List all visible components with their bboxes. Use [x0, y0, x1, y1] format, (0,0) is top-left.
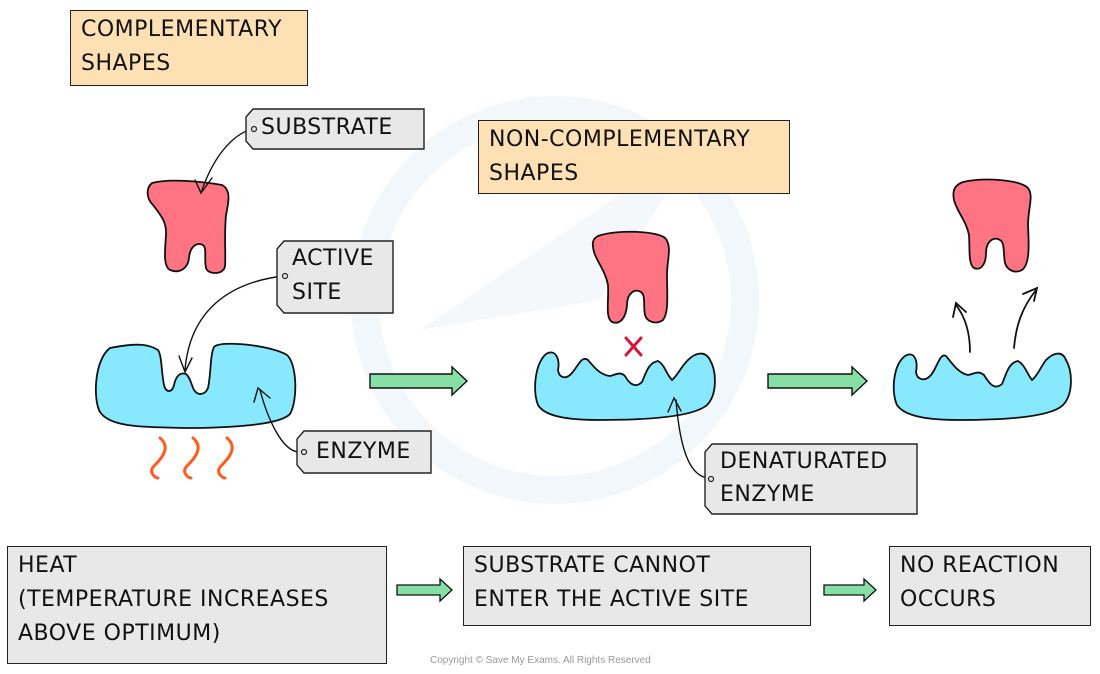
substrate-label: SUBSTRATE: [245, 108, 425, 150]
arrow-right-icon: [767, 365, 869, 397]
denatured-enzyme-shape: [892, 352, 1072, 421]
flow-step-text: HEAT: [18, 553, 78, 578]
active-site-label: ACTIVE SITE: [276, 240, 394, 314]
denaturated-enzyme-label: DENATURATED ENZYME: [704, 443, 918, 515]
label-text: DENATURATED: [720, 449, 888, 474]
arrow-head-icon: [194, 177, 213, 195]
enzyme-shape: [95, 342, 297, 429]
arrow-right-icon: [823, 577, 877, 603]
arrow-right-icon: [396, 577, 453, 603]
complementary-shapes-heading: COMPLEMENTARY SHAPES: [70, 10, 308, 86]
label-text: SUBSTRATE: [261, 115, 393, 140]
enzyme-label: ENZYME: [296, 430, 432, 474]
label-text: SITE: [292, 280, 342, 305]
label-text: ENZYME: [720, 482, 815, 507]
copyright-text: Copyright © Save My Exams. All Rights Re…: [430, 655, 651, 666]
active-site-pointer: [184, 275, 285, 371]
flow-step-text: ENTER THE ACTIVE SITE: [474, 587, 750, 612]
arrow-head-icon: [253, 386, 271, 403]
arrow-head-icon: [667, 396, 682, 413]
denatured-pointer: [675, 399, 711, 479]
non-complementary-shapes-heading: NON-COMPLEMENTARY SHAPES: [478, 120, 790, 194]
enzyme-pointer: [259, 389, 299, 453]
flow-step-substrate-cannot-enter: SUBSTRATE CANNOT ENTER THE ACTIVE SITE: [463, 546, 811, 626]
label-text: ACTIVE: [292, 246, 374, 271]
arrow-right-icon: [369, 365, 469, 397]
substrate-shape: [591, 230, 670, 324]
flow-step-text: (TEMPERATURE INCREASES: [18, 587, 329, 612]
flow-step-text: NO REACTION: [900, 553, 1060, 578]
substrate-shape: [146, 179, 230, 274]
flow-step-text: OCCURS: [900, 587, 997, 612]
arrow-head-icon: [178, 355, 193, 374]
heading-line: SHAPES: [81, 51, 171, 76]
flow-step-text: SUBSTRATE CANNOT: [474, 553, 711, 578]
heading-line: SHAPES: [489, 161, 579, 186]
flow-step-no-reaction: NO REACTION OCCURS: [889, 546, 1091, 626]
heat-waves-icon: [150, 436, 234, 480]
cross-icon: [624, 336, 643, 357]
denatured-enzyme-shape: [534, 351, 716, 421]
flow-step-text: ABOVE OPTIMUM): [18, 621, 221, 646]
label-text: ENZYME: [316, 439, 411, 464]
release-arrow-icon: [952, 286, 1039, 353]
heading-line: COMPLEMENTARY: [81, 17, 283, 42]
flow-step-heat: HEAT (TEMPERATURE INCREASES ABOVE OPTIMU…: [7, 546, 387, 664]
heading-line: NON-COMPLEMENTARY: [489, 127, 751, 152]
substrate-shape: [952, 178, 1032, 273]
